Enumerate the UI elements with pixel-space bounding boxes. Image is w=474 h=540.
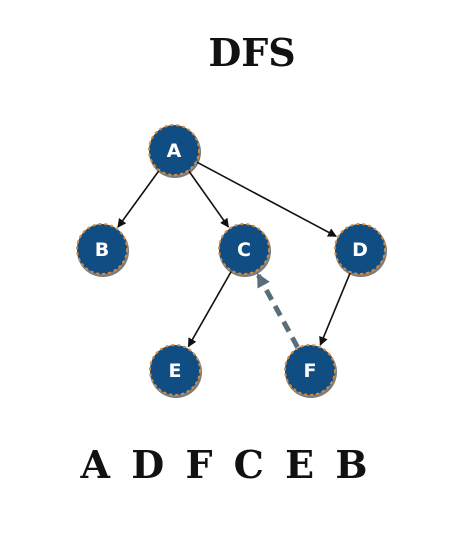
edges-layer	[117, 161, 351, 349]
node-a: A	[148, 124, 201, 178]
node-circle	[284, 344, 336, 396]
edge-a-c	[188, 170, 230, 228]
nodes-layer: A B C D E F	[76, 124, 387, 398]
node-label: D	[352, 239, 368, 261]
node-circle	[149, 344, 201, 396]
edge-f-c-back-edge	[256, 272, 300, 349]
node-label: C	[237, 239, 251, 261]
node-f: F	[284, 344, 337, 398]
edge-a-d	[196, 161, 337, 238]
node-c: C	[218, 223, 271, 277]
node-circle	[218, 223, 270, 275]
node-label: E	[169, 360, 182, 382]
node-label: A	[167, 140, 182, 162]
diagram-title: DFS	[208, 30, 295, 75]
node-e: E	[149, 344, 202, 398]
edge-d-f	[319, 272, 351, 346]
edge-a-b	[117, 170, 160, 228]
node-d: D	[334, 223, 387, 277]
traversal-order: A D F C E B	[80, 442, 372, 487]
edge-c-e	[187, 271, 232, 348]
node-circle	[76, 223, 128, 275]
node-circle	[148, 124, 200, 176]
node-b: B	[76, 223, 129, 277]
node-label: B	[95, 239, 109, 261]
node-circle	[334, 223, 386, 275]
node-label: F	[304, 360, 317, 382]
